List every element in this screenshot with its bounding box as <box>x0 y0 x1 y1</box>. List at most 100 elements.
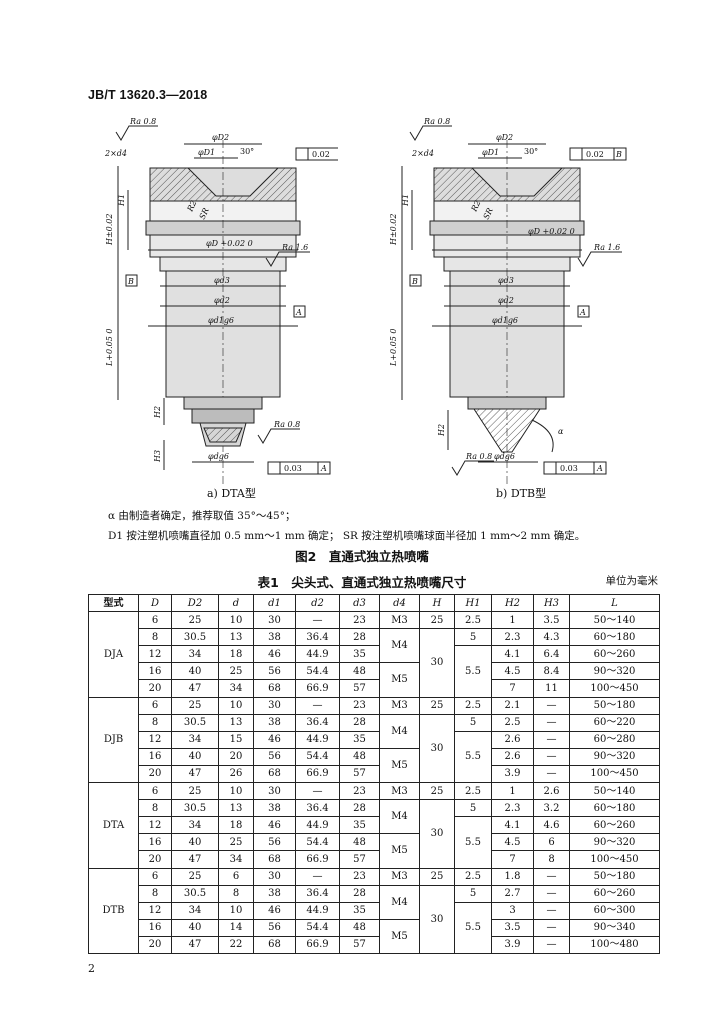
table-cell: 34 <box>171 730 219 749</box>
table-cell: 30 <box>253 696 296 715</box>
table-cell: 5.5 <box>454 816 492 869</box>
table-cell: 16 <box>138 833 172 852</box>
table-cell: 2.5 <box>454 867 492 886</box>
table-cell: 60～180 <box>569 799 660 818</box>
twoxd4-label-b: 2×d4 <box>411 149 434 158</box>
col-d4: d4 <box>379 593 420 613</box>
table-cell: 68 <box>253 935 296 954</box>
table-cell: 18 <box>218 645 254 664</box>
phid1-label-b: φd1g6 <box>492 316 518 325</box>
table-cell: 30 <box>253 611 296 630</box>
table-cell: 60～280 <box>569 730 660 749</box>
phid3-label-a: φd3 <box>214 276 230 285</box>
table-cell: 100～480 <box>569 935 660 954</box>
table-cell: — <box>295 867 340 886</box>
table-cell: 36.4 <box>295 628 340 647</box>
table-cell: 90～320 <box>569 747 660 766</box>
phiD1-label-a: φD1 <box>198 148 215 157</box>
parallel-value-a: 0.02 <box>312 150 330 159</box>
table-cell: 66.9 <box>295 935 340 954</box>
table-cell: — <box>295 782 340 801</box>
table-header-row: 型式 D D2 d d1 d2 d3 d4 H H1 H2 H3 L <box>88 593 660 613</box>
SR-label-b: SR <box>482 207 495 221</box>
table-cell: — <box>295 696 340 715</box>
table-cell: 56 <box>253 833 296 852</box>
table-cell: 23 <box>339 867 380 886</box>
table-cell: 15 <box>218 730 254 749</box>
table-cell: 1.8 <box>491 867 534 886</box>
note-alpha: α 由制造者确定，推荐取值 35°～45°； <box>108 510 296 522</box>
table-cell: 20 <box>218 747 254 766</box>
phid3-label-b: φd3 <box>498 276 514 285</box>
refA-frame-a: A <box>320 464 327 473</box>
table-cell: 2.3 <box>491 628 534 647</box>
table-cell: 2.1 <box>491 696 534 715</box>
table-cell: 90～320 <box>569 833 660 852</box>
refA-label-a: A <box>295 308 302 317</box>
table-cell: 44.9 <box>295 730 340 749</box>
H2-label-a: H2 <box>153 406 162 419</box>
col-D: D <box>138 593 172 613</box>
table-cell: 5 <box>454 713 492 732</box>
table-cell: 60～220 <box>569 713 660 732</box>
table-cell: 5 <box>454 628 492 647</box>
angle30-label-b: 30° <box>524 147 538 156</box>
table-cell: 5.5 <box>454 645 492 698</box>
table-cell: 36.4 <box>295 884 340 903</box>
table-cell: 8 <box>138 884 172 903</box>
H1-label-b: H1 <box>401 194 410 207</box>
table-cell: 3.5 <box>491 918 534 937</box>
table-cell: 28 <box>339 884 380 903</box>
table-cell: M5 <box>379 918 420 954</box>
col-d3: d3 <box>339 593 380 613</box>
table-cell: 4.5 <box>491 662 534 681</box>
table-cell: 3.9 <box>491 935 534 954</box>
table-cell: 10 <box>218 696 254 715</box>
refB-label-b: B <box>411 277 418 286</box>
dtb-drawing: Ra 0.8 Ra 1.6 Ra 0.8 φD2 φD1 30° 2×d4 0.… <box>389 117 627 485</box>
table-cell: 1 <box>491 611 534 630</box>
table-cell: 6 <box>138 696 172 715</box>
table-cell: M3 <box>379 782 420 801</box>
table-cell: 1 <box>491 782 534 801</box>
L-label-b: L+0.05 0 <box>389 329 398 367</box>
table-cell: — <box>533 713 570 732</box>
table-cell: M3 <box>379 611 420 630</box>
table-cell: 44.9 <box>295 816 340 835</box>
table-cell: M3 <box>379 867 420 886</box>
table-cell: 46 <box>253 730 296 749</box>
table-cell: 4.3 <box>533 628 570 647</box>
table-cell: 38 <box>253 884 296 903</box>
table-cell: 48 <box>339 918 380 937</box>
table-cell: 40 <box>171 662 219 681</box>
runout-value-a: 0.03 <box>284 464 302 473</box>
table-cell: 25 <box>218 662 254 681</box>
table-cell: 23 <box>339 782 380 801</box>
type-cell: DTA <box>88 782 139 869</box>
table-cell: 13 <box>218 713 254 732</box>
table-cell: 57 <box>339 679 380 698</box>
refA-frame-b: A <box>596 464 603 473</box>
table-cell: — <box>533 764 570 784</box>
table-cell: 30 <box>419 799 455 869</box>
table-cell: 36.4 <box>295 713 340 732</box>
table-cell: M4 <box>379 713 420 749</box>
runout-value-b: 0.03 <box>560 464 578 473</box>
phid2-label-a: φd2 <box>214 296 230 305</box>
table-cell: 7 <box>491 850 534 869</box>
table-cell: 38 <box>253 799 296 818</box>
table-cell: 60～180 <box>569 628 660 647</box>
table-cell: 12 <box>138 816 172 835</box>
table-cell: 16 <box>138 662 172 681</box>
table-cell: 54.4 <box>295 662 340 681</box>
col-d1: d1 <box>253 593 296 613</box>
table-cell: 10 <box>218 782 254 801</box>
table-cell: 3.5 <box>533 611 570 630</box>
page-number: 2 <box>88 962 95 975</box>
table-cell: M5 <box>379 747 420 784</box>
table-cell: M4 <box>379 884 420 920</box>
